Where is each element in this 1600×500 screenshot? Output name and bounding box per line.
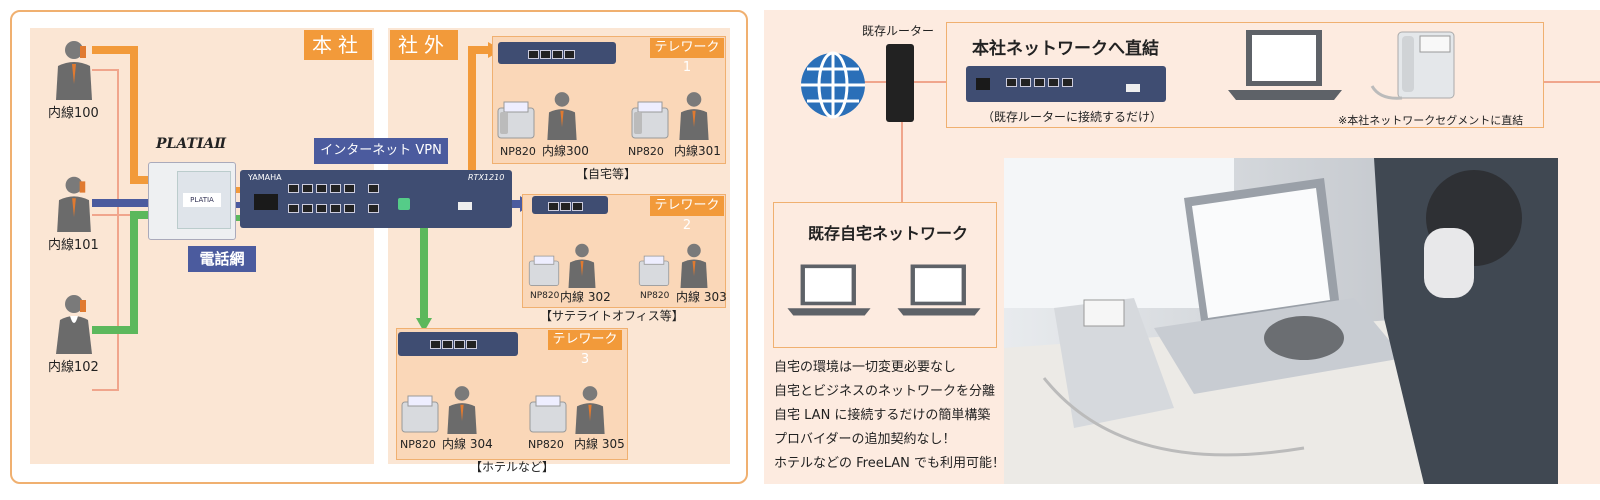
benefit-item: 自宅 LAN に接続するだけの簡単構築	[774, 408, 991, 423]
ip-phone-icon	[1370, 31, 1455, 100]
person-icon	[568, 243, 596, 288]
extension-label: 内線 304	[442, 437, 493, 451]
telework-label: テレワーク 3	[548, 330, 622, 367]
phone-network-label: 電話網	[188, 246, 256, 272]
telework-router	[498, 42, 616, 64]
extension-label: 内線100	[48, 106, 99, 121]
telework-router	[532, 196, 608, 214]
extension-label: 内線 305	[574, 437, 625, 451]
phone-model: NP820	[528, 438, 564, 451]
office-photo	[1004, 158, 1558, 484]
phone-model: NP820	[628, 145, 664, 158]
telework-label: テレワーク 1	[650, 38, 724, 75]
benefit-item: プロバイダーの追加契約なし！	[774, 432, 956, 447]
shagai-label: 社外	[390, 30, 458, 60]
person-icon	[679, 92, 709, 140]
benefit-item: ホテルなどの FreeLAN でも利用可能！	[774, 456, 1006, 471]
extension-label: 内線 303	[676, 290, 727, 304]
telework-label: テレワーク 2	[650, 196, 724, 233]
person-icon	[57, 176, 91, 232]
extension-label: 内線301	[674, 144, 721, 158]
main-router: YAMAHA RTX1210	[240, 170, 512, 228]
extension-label: 内線 302	[560, 290, 611, 304]
person-icon	[575, 386, 605, 434]
laptop-icon	[897, 264, 981, 316]
globe-icon	[801, 51, 865, 119]
benefit-item: 自宅の環境は一切変更必要なし	[774, 360, 957, 375]
person-icon	[680, 243, 708, 288]
person-icon	[447, 386, 477, 434]
existing-router-label: 既存ルーター	[862, 24, 935, 38]
place-label: 【サテライトオフィス等】	[540, 309, 684, 323]
pbx-name: PLATIAⅡ	[156, 136, 227, 152]
ip-phone-icon	[529, 395, 567, 433]
place-label: 【自宅等】	[576, 167, 637, 181]
connect-note: （既存ルーターに接続するだけ）	[982, 110, 1163, 124]
existing-router	[886, 44, 914, 122]
extension-label: 内線300	[542, 144, 589, 158]
phone-model: NP820	[640, 291, 670, 301]
person-icon	[56, 295, 92, 354]
honsha-label: 本社	[304, 30, 372, 60]
extension-label: 内線101	[48, 238, 99, 253]
router-brand: YAMAHA	[248, 173, 282, 182]
phone-model: NP820	[400, 438, 436, 451]
ip-phone-icon	[497, 101, 535, 139]
ip-phone-icon	[401, 395, 439, 433]
ip-phone-icon	[638, 255, 670, 286]
ip-phone-icon	[528, 255, 560, 286]
laptop-icon	[1228, 30, 1342, 100]
vpn-label: インターネット VPN	[314, 138, 448, 164]
pbx-device: PLATIA	[148, 162, 236, 240]
extension-label: 内線102	[48, 360, 99, 375]
phone-model: NP820	[500, 145, 536, 158]
ip-phone-icon	[631, 101, 669, 139]
segment-note: ※本社ネットワークセグメントに直結	[1338, 114, 1524, 127]
home-network-title: 既存自宅ネットワーク	[808, 224, 969, 243]
place-label: 【ホテルなど】	[470, 460, 555, 474]
direct-title: 本社ネットワークへ直結	[972, 39, 1159, 59]
benefit-item: 自宅とビジネスのネットワークを分離	[774, 384, 996, 399]
person-icon	[547, 92, 577, 140]
router-model: RTX1210	[468, 173, 505, 182]
person-icon	[56, 41, 92, 100]
phone-model: NP820	[530, 291, 560, 301]
telework-router	[398, 332, 518, 356]
rtx-router	[966, 66, 1166, 102]
laptop-icon	[787, 264, 871, 316]
